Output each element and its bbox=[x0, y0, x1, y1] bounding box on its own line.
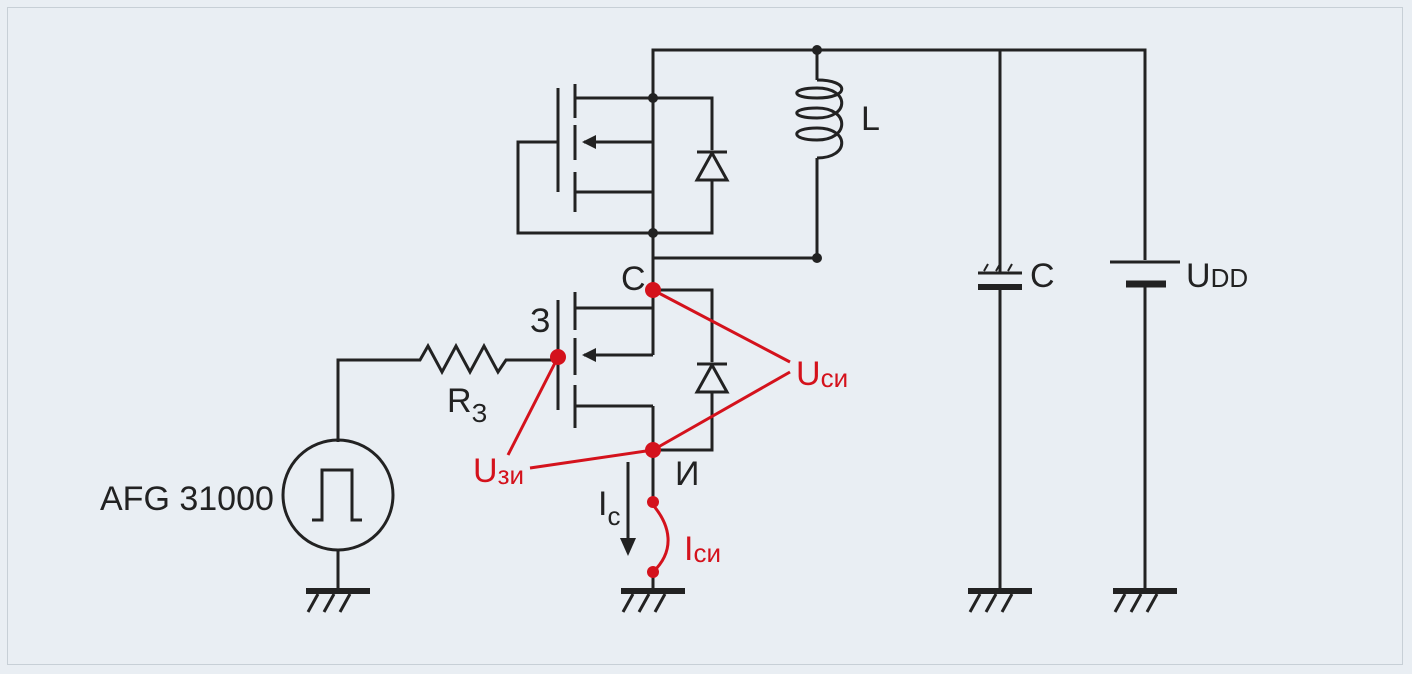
resistor-label: RЗ bbox=[447, 382, 487, 428]
ground-generator bbox=[306, 588, 370, 613]
probe-lines bbox=[506, 282, 791, 590]
supply-label: UDD bbox=[1186, 257, 1248, 295]
top-mosfet bbox=[516, 84, 817, 290]
ground-capacitor bbox=[968, 290, 1032, 613]
ground-source bbox=[621, 588, 685, 613]
u-gs-label: Uзи bbox=[473, 452, 524, 490]
capacitor bbox=[978, 263, 1022, 290]
supply-battery bbox=[1110, 260, 1180, 288]
gate-resistor bbox=[336, 342, 558, 442]
top-rail bbox=[651, 45, 1147, 272]
capacitor-label: C bbox=[1030, 257, 1055, 295]
i-ds-label: Iси bbox=[684, 530, 721, 568]
drain-current-label: Iс bbox=[598, 485, 620, 531]
generator-label: AFG 31000 bbox=[100, 480, 274, 518]
source-label: И bbox=[675, 455, 699, 493]
diagram-panel bbox=[7, 7, 1403, 665]
signal-generator bbox=[281, 438, 395, 590]
u-ds-label: Uси bbox=[796, 355, 848, 393]
drain-label: С bbox=[621, 260, 646, 298]
inductor-label: L bbox=[861, 100, 880, 138]
gate-label: З bbox=[530, 302, 551, 340]
inductor bbox=[795, 50, 844, 263]
drain-current-arrow bbox=[620, 462, 636, 556]
bottom-mosfet bbox=[556, 288, 730, 500]
ground-supply bbox=[1113, 286, 1177, 613]
